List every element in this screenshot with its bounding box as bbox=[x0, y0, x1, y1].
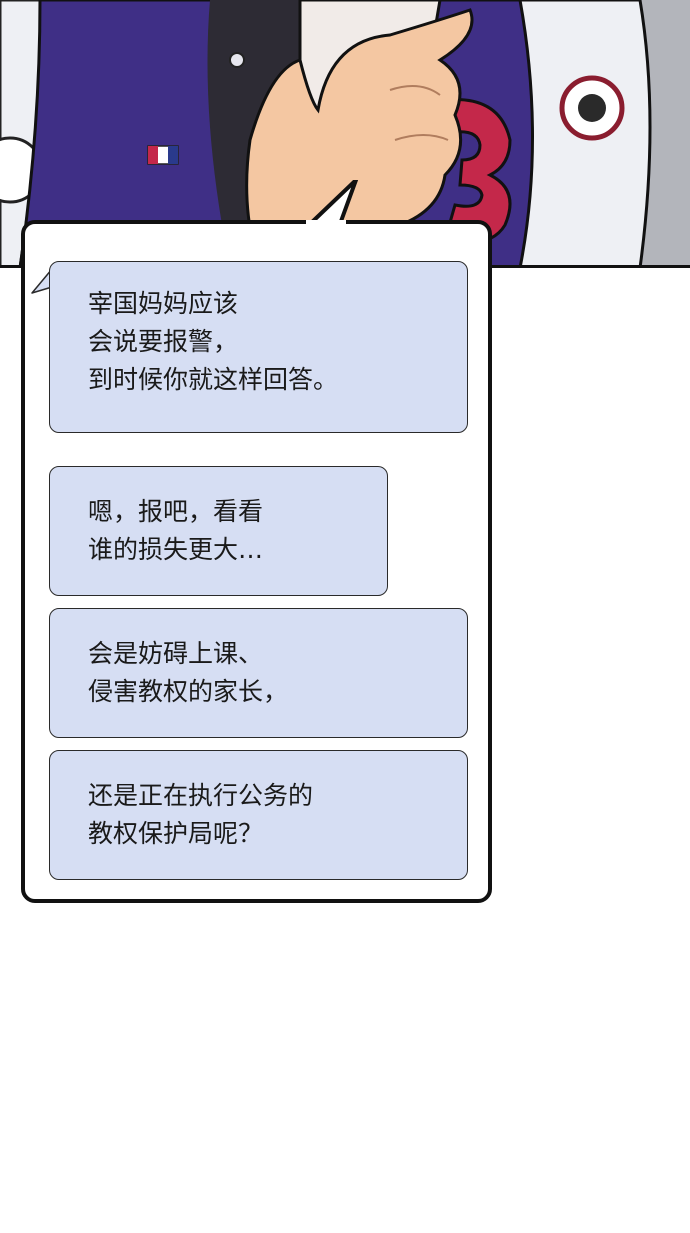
message-line: 教权保护局呢？ bbox=[88, 819, 264, 848]
message-box: 会是妨碍上课、 侵害教权的家长， bbox=[49, 608, 468, 738]
flag-tag-icon bbox=[147, 145, 179, 165]
message-line: 侵害教权的家长， bbox=[88, 677, 289, 706]
message-line: 到时候你就这样回答。 bbox=[88, 365, 339, 394]
message-line: 嗯，报吧，看看 bbox=[88, 497, 264, 526]
message-box: 嗯，报吧，看看 谁的损失更大… bbox=[49, 466, 388, 596]
message-line: 会说要报警， bbox=[88, 327, 239, 356]
message-line: 会是妨碍上课、 bbox=[88, 639, 264, 668]
message-box: 还是正在执行公务的 教权保护局呢？ bbox=[49, 750, 468, 880]
message-line: 还是正在执行公务的 bbox=[88, 781, 314, 810]
message-line: 谁的损失更大… bbox=[88, 535, 264, 564]
message-line: 宰国妈妈应该 bbox=[88, 289, 239, 318]
speech-bubble-tail bbox=[306, 180, 358, 228]
message-box: 宰国妈妈应该 会说要报警， 到时候你就这样回答。 bbox=[49, 261, 468, 433]
snap-button-icon bbox=[229, 52, 245, 68]
